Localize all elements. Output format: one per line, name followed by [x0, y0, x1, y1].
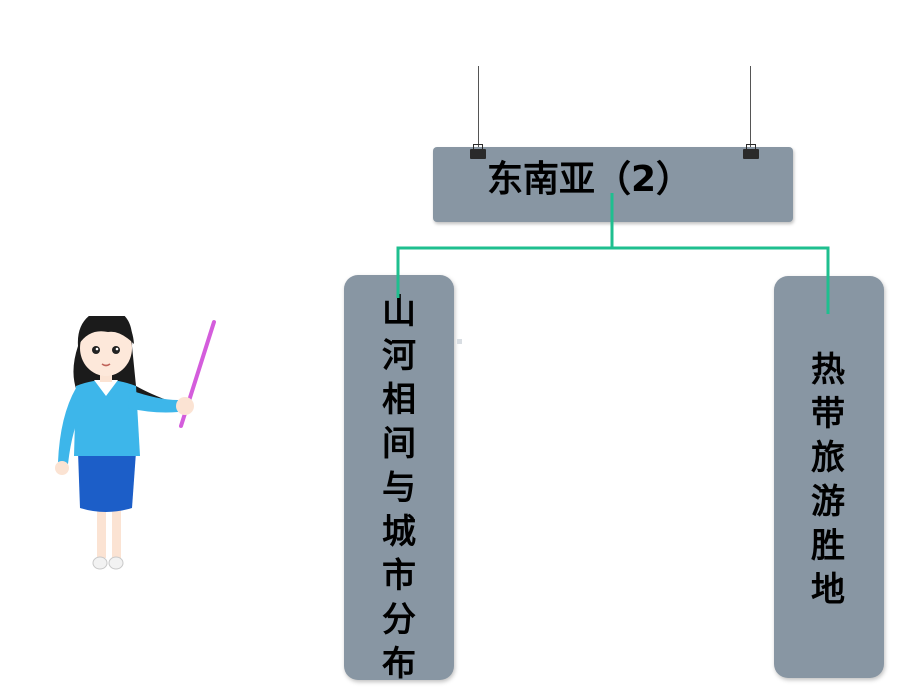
branch-board-right: [774, 276, 884, 678]
branch-label-right: 热带旅游胜地: [811, 350, 845, 610]
placeholder-dot: [457, 339, 462, 344]
binder-clip-icon: [470, 144, 486, 159]
hanging-wire-left: [478, 66, 479, 150]
hanging-wire-right: [750, 66, 751, 150]
binder-clip-icon: [743, 144, 759, 159]
branch-label-left: 山河相间与城市分布: [382, 292, 416, 684]
teacher-illustration: [55, 316, 216, 570]
page-title: 东南亚（2）: [487, 159, 693, 200]
connector-line: [396, 246, 830, 314]
branch-board-left: [344, 275, 454, 680]
